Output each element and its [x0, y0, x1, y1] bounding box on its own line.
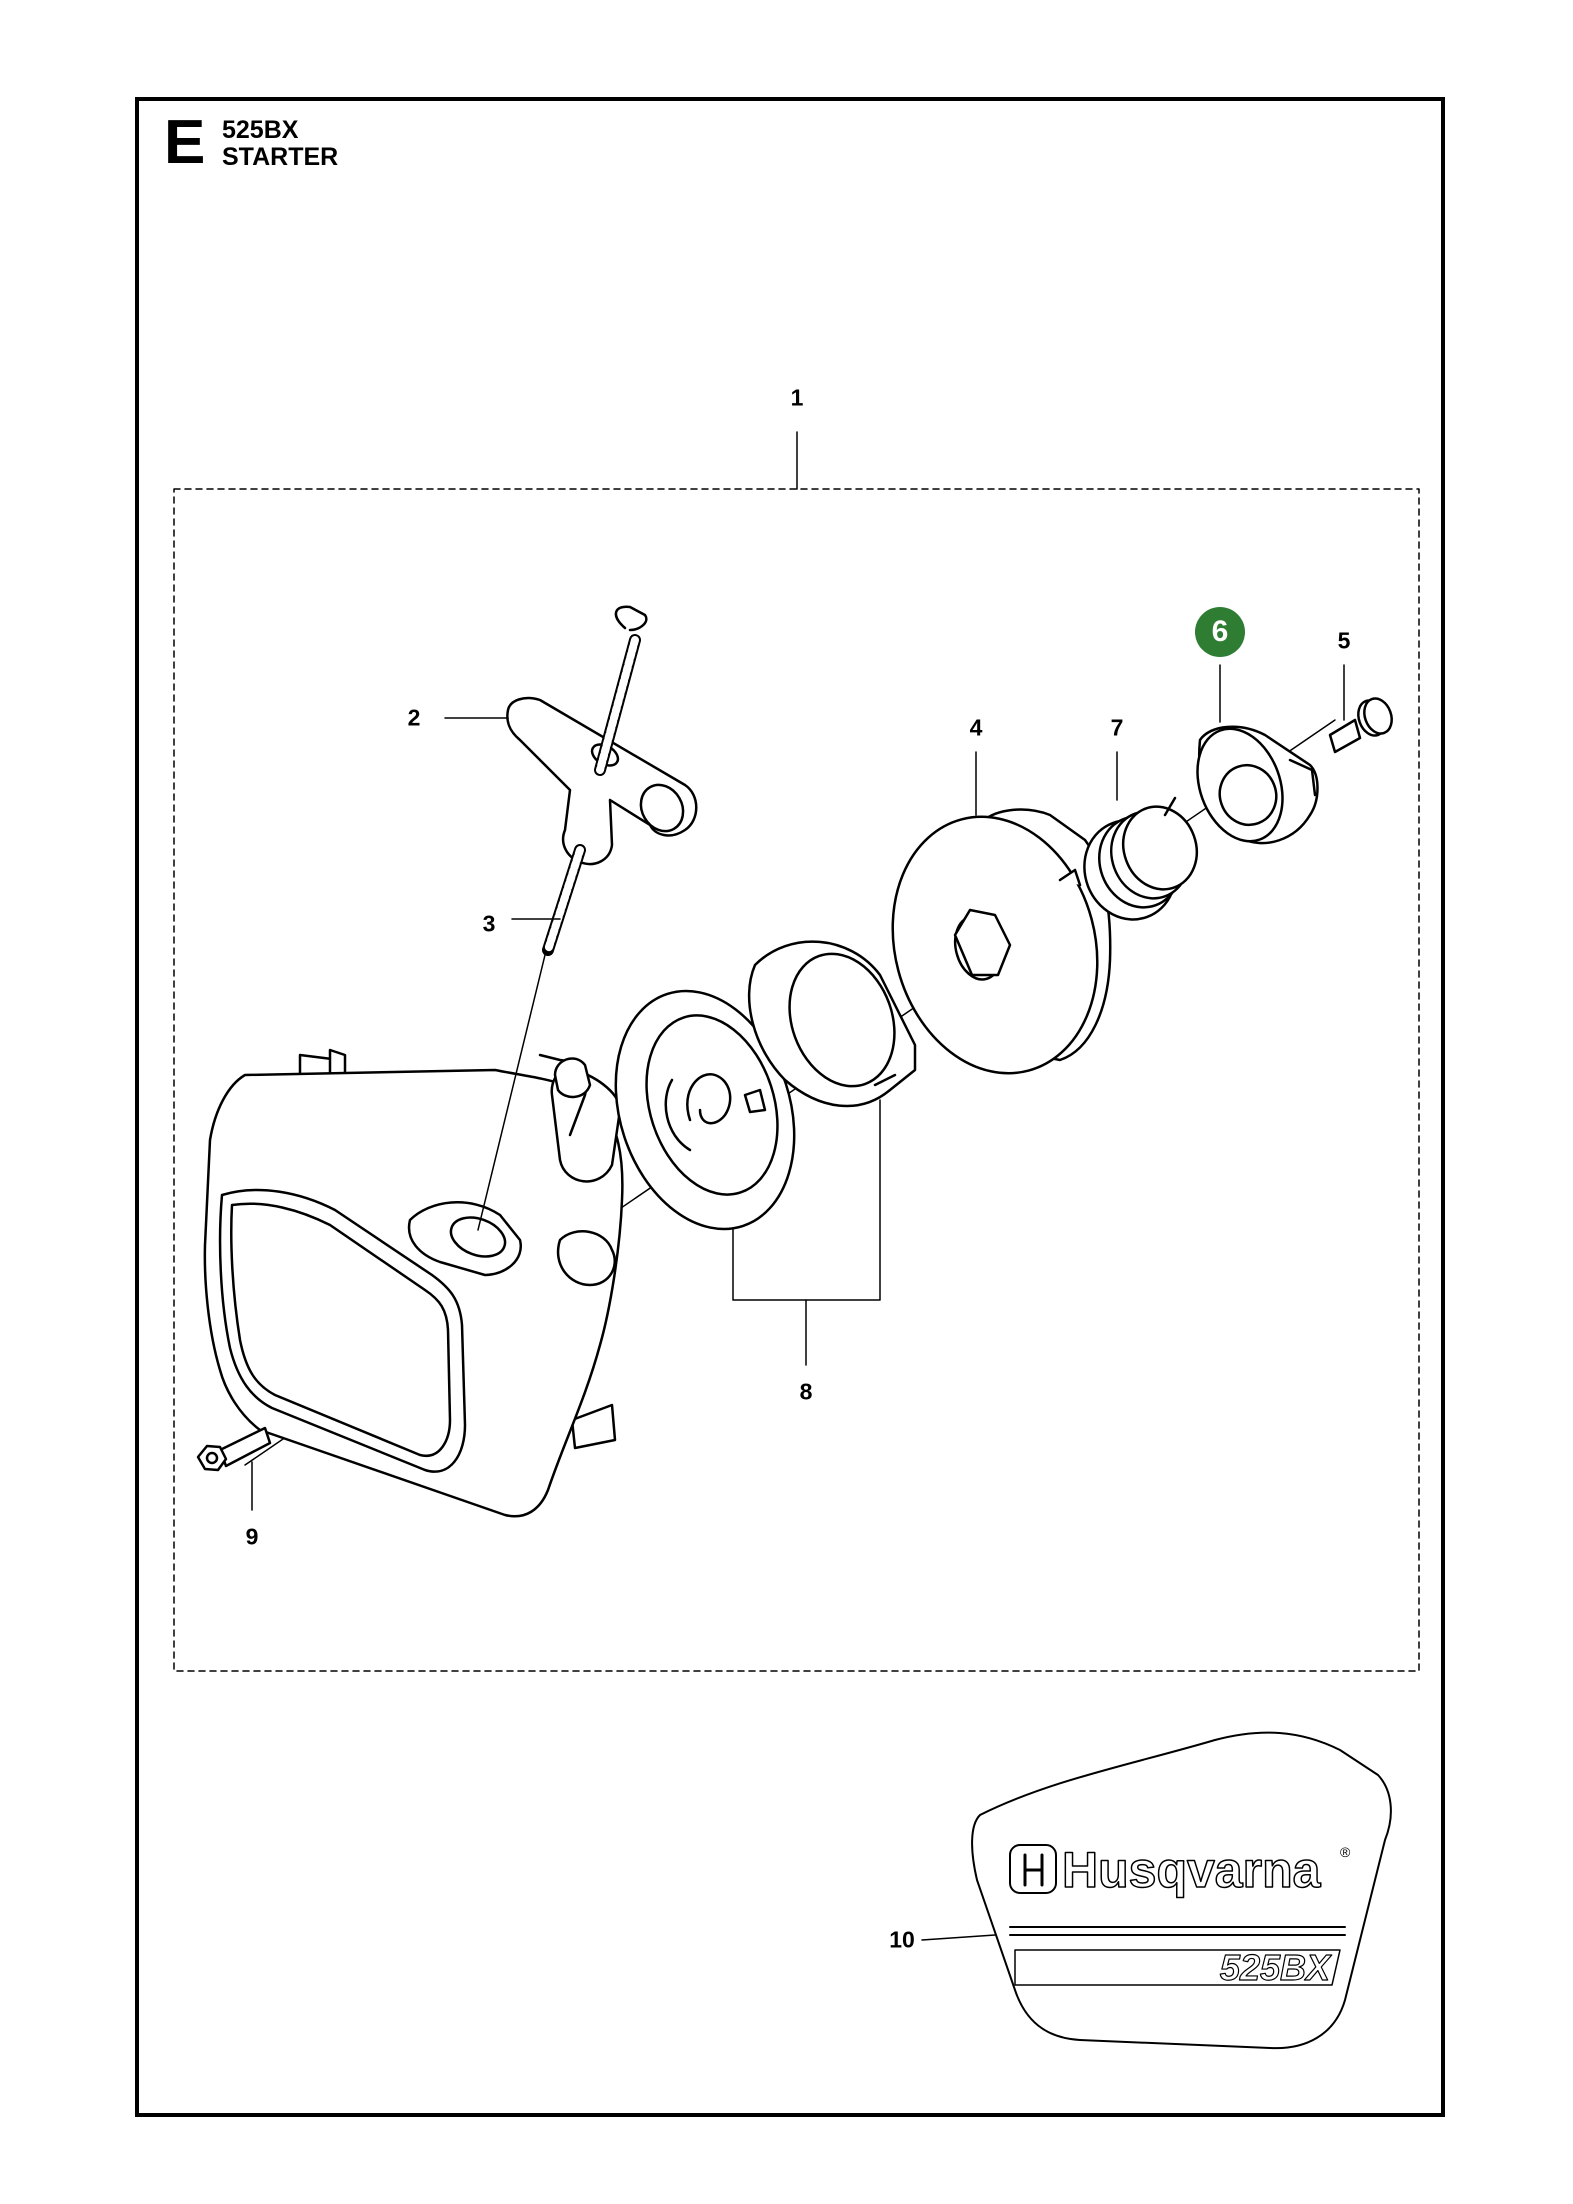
- starter-handle: [506, 696, 698, 866]
- starter-housing: [203, 1048, 624, 1518]
- rope-pulley: [891, 808, 1112, 1075]
- center-screw: [1328, 697, 1393, 754]
- callout-5[interactable]: 5: [1337, 627, 1351, 654]
- recoil-spring-cassette: [614, 989, 796, 1231]
- starter-decal: [971, 1731, 1392, 2050]
- callout-2[interactable]: 2: [407, 704, 421, 731]
- pawl-spring: [1083, 796, 1199, 921]
- washer-plate: [747, 940, 917, 1108]
- callout-8[interactable]: 8: [799, 1378, 813, 1405]
- decal-registered: ®: [1340, 1844, 1351, 1860]
- page-frame: [135, 97, 1445, 2117]
- decal-model: 525BX: [1220, 1947, 1332, 1988]
- starter-hub: [1196, 725, 1319, 845]
- callout-7[interactable]: 7: [1110, 714, 1124, 741]
- callout-4[interactable]: 4: [969, 714, 983, 741]
- callout-6-highlighted[interactable]: 6: [1195, 607, 1245, 657]
- callout-leaders: [251, 664, 1345, 1941]
- callout-10[interactable]: 10: [889, 1926, 915, 1953]
- starter-rope: [477, 605, 648, 1231]
- section-letter: E: [164, 108, 206, 177]
- decal-brand: Husqvarna: [1062, 1842, 1322, 1898]
- assembly-name: STARTER: [222, 143, 339, 171]
- callout-3[interactable]: 3: [482, 910, 496, 937]
- housing-screw: [196, 1426, 272, 1472]
- callout-9[interactable]: 9: [245, 1523, 259, 1550]
- section-heading: 525BX STARTER: [222, 117, 338, 171]
- model-name: 525BX: [222, 116, 299, 144]
- callout-1[interactable]: 1: [790, 384, 804, 411]
